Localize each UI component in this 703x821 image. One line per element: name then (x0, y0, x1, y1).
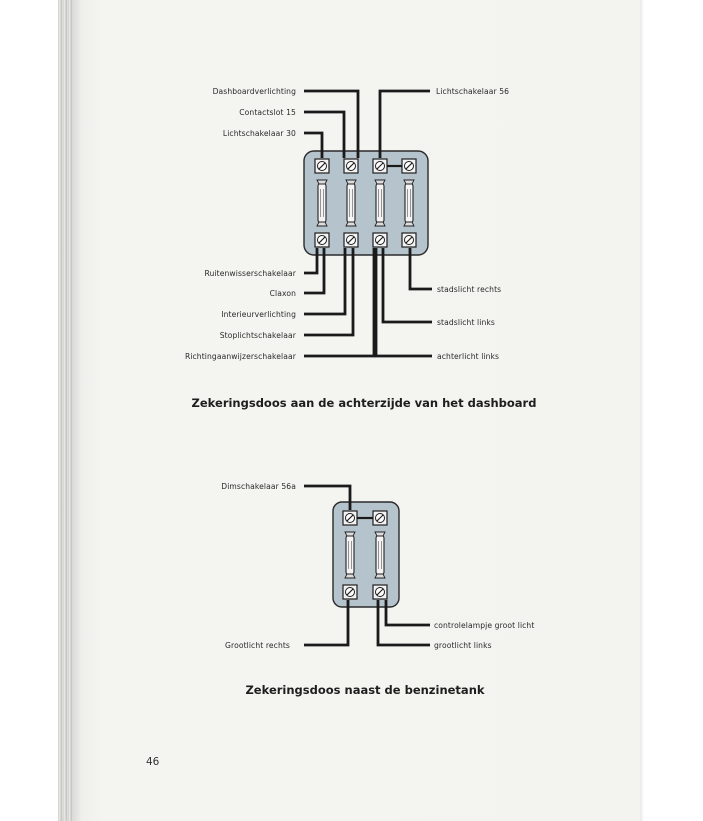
fusebox-housing (332, 501, 400, 608)
fuse-2 (345, 179, 357, 227)
terminal-bottom-4 (401, 232, 417, 248)
wire-lichtschakelaar-56 (378, 89, 430, 158)
book-page-edges (58, 0, 74, 821)
label-ruitenwisserschakelaar: Ruitenwisserschakelaar (205, 269, 297, 278)
label-stadslicht-rechts: stadslicht rechts (437, 285, 501, 294)
terminal-top-1 (314, 158, 330, 174)
page-number: 46 (146, 756, 160, 768)
wire-grootlicht-rechts (304, 600, 350, 647)
fusebox-dashboard: Dashboardverlichting Contactslot 15 Lich… (185, 87, 537, 410)
terminal-top-2 (343, 158, 359, 174)
wire-dashboardverlichting (304, 89, 360, 158)
label-grootlicht-rechts: Grootlicht rechts (225, 641, 290, 650)
page-edge-shadow (640, 0, 644, 821)
terminal-top-2 (372, 510, 388, 526)
terminal-bottom-3 (372, 232, 388, 248)
label-dimschakelaar-56a: Dimschakelaar 56a (221, 482, 296, 491)
wire-grootlicht-links (376, 600, 430, 647)
terminal-bottom-1 (314, 232, 330, 248)
wire-stoplichtschakelaar (304, 248, 355, 337)
fuse-4 (403, 179, 415, 227)
fuse-3 (374, 179, 386, 227)
label-stoplichtschakelaar: Stoplichtschakelaar (220, 331, 297, 340)
terminal-top-3 (372, 158, 388, 174)
terminal-bottom-2 (343, 232, 359, 248)
caption-benzinetank: Zekeringsdoos naast de benzinetank (245, 683, 484, 697)
label-contactslot-15: Contactslot 15 (239, 108, 296, 117)
label-lichtschakelaar-56: Lichtschakelaar 56 (436, 87, 509, 96)
wire-interieurverlichting (304, 248, 347, 316)
fusebox-housing (303, 150, 429, 256)
wire-contactslot-15 (304, 110, 346, 158)
caption-dashboard: Zekeringsdoos aan de achterzijde van het… (192, 396, 537, 410)
label-claxon: Claxon (270, 289, 296, 298)
label-lichtschakelaar-30: Lichtschakelaar 30 (223, 129, 296, 138)
label-grootlicht-links: grootlicht links (434, 641, 492, 650)
wire-stadslicht-links (381, 248, 432, 324)
label-stadslicht-links: stadslicht links (437, 318, 495, 327)
wire-lichtschakelaar-30 (304, 131, 324, 158)
label-dashboardverlichting: Dashboardverlichting (213, 87, 296, 96)
fuse-1 (344, 531, 356, 579)
label-controlelampje-groot-licht: controlelampje groot licht (434, 621, 534, 630)
label-interieurverlichting: Interieurverlichting (221, 310, 296, 319)
wire-achterlicht-links (374, 248, 432, 358)
wire-richtingaanwijzerschakelaar (304, 248, 376, 358)
terminal-bottom-1 (342, 584, 358, 600)
wire-controlelampje (384, 600, 430, 627)
fusebox-benzinetank: Dimschakelaar 56a Grootlicht rechts cont… (221, 482, 534, 697)
wire-stadslicht-rechts (408, 248, 432, 291)
fuse-2 (374, 531, 386, 579)
wire-dimschakelaar-56a (304, 484, 352, 510)
label-achterlicht-links: achterlicht links (437, 352, 499, 361)
wire-ruitenwisserschakelaar (304, 248, 319, 275)
terminal-bottom-2 (372, 584, 388, 600)
terminal-top-1 (342, 510, 358, 526)
terminal-top-4 (401, 158, 417, 174)
label-richtingaanwijzerschakelaar: Richtingaanwijzerschakelaar (185, 352, 297, 361)
wire-claxon (304, 248, 326, 295)
fuse-1 (316, 179, 328, 227)
